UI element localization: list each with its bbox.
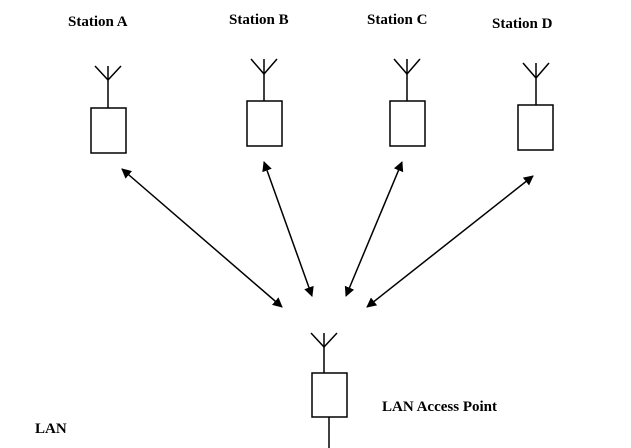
station-c-label: Station C	[367, 12, 427, 28]
station-a-antenna-icon	[94, 65, 122, 108]
station-b-box	[246, 100, 283, 147]
access-point-box	[311, 372, 348, 418]
link-station-d-arrow	[366, 175, 534, 308]
link-station-b-arrow	[262, 161, 314, 297]
station-b-antenna-icon	[250, 58, 278, 101]
station-b-label: Station B	[229, 12, 289, 28]
station-a-device	[90, 65, 127, 154]
access-point-device	[310, 332, 348, 448]
station-c-antenna-icon	[393, 58, 421, 101]
station-c-device	[389, 58, 426, 147]
access-point-antenna-icon	[310, 332, 338, 373]
station-d-antenna-icon	[522, 62, 550, 105]
lan-label: LAN	[35, 421, 67, 437]
link-station-a-arrow	[121, 168, 283, 308]
station-a-label: Station A	[68, 14, 128, 30]
station-c-box	[389, 100, 426, 147]
station-a-box	[90, 107, 127, 154]
station-b-device	[246, 58, 283, 147]
link-station-c-arrow	[344, 161, 404, 297]
station-d-box	[517, 104, 554, 151]
access-point-label: LAN Access Point	[382, 399, 497, 415]
station-d-device	[517, 62, 554, 151]
station-d-label: Station D	[492, 16, 553, 32]
